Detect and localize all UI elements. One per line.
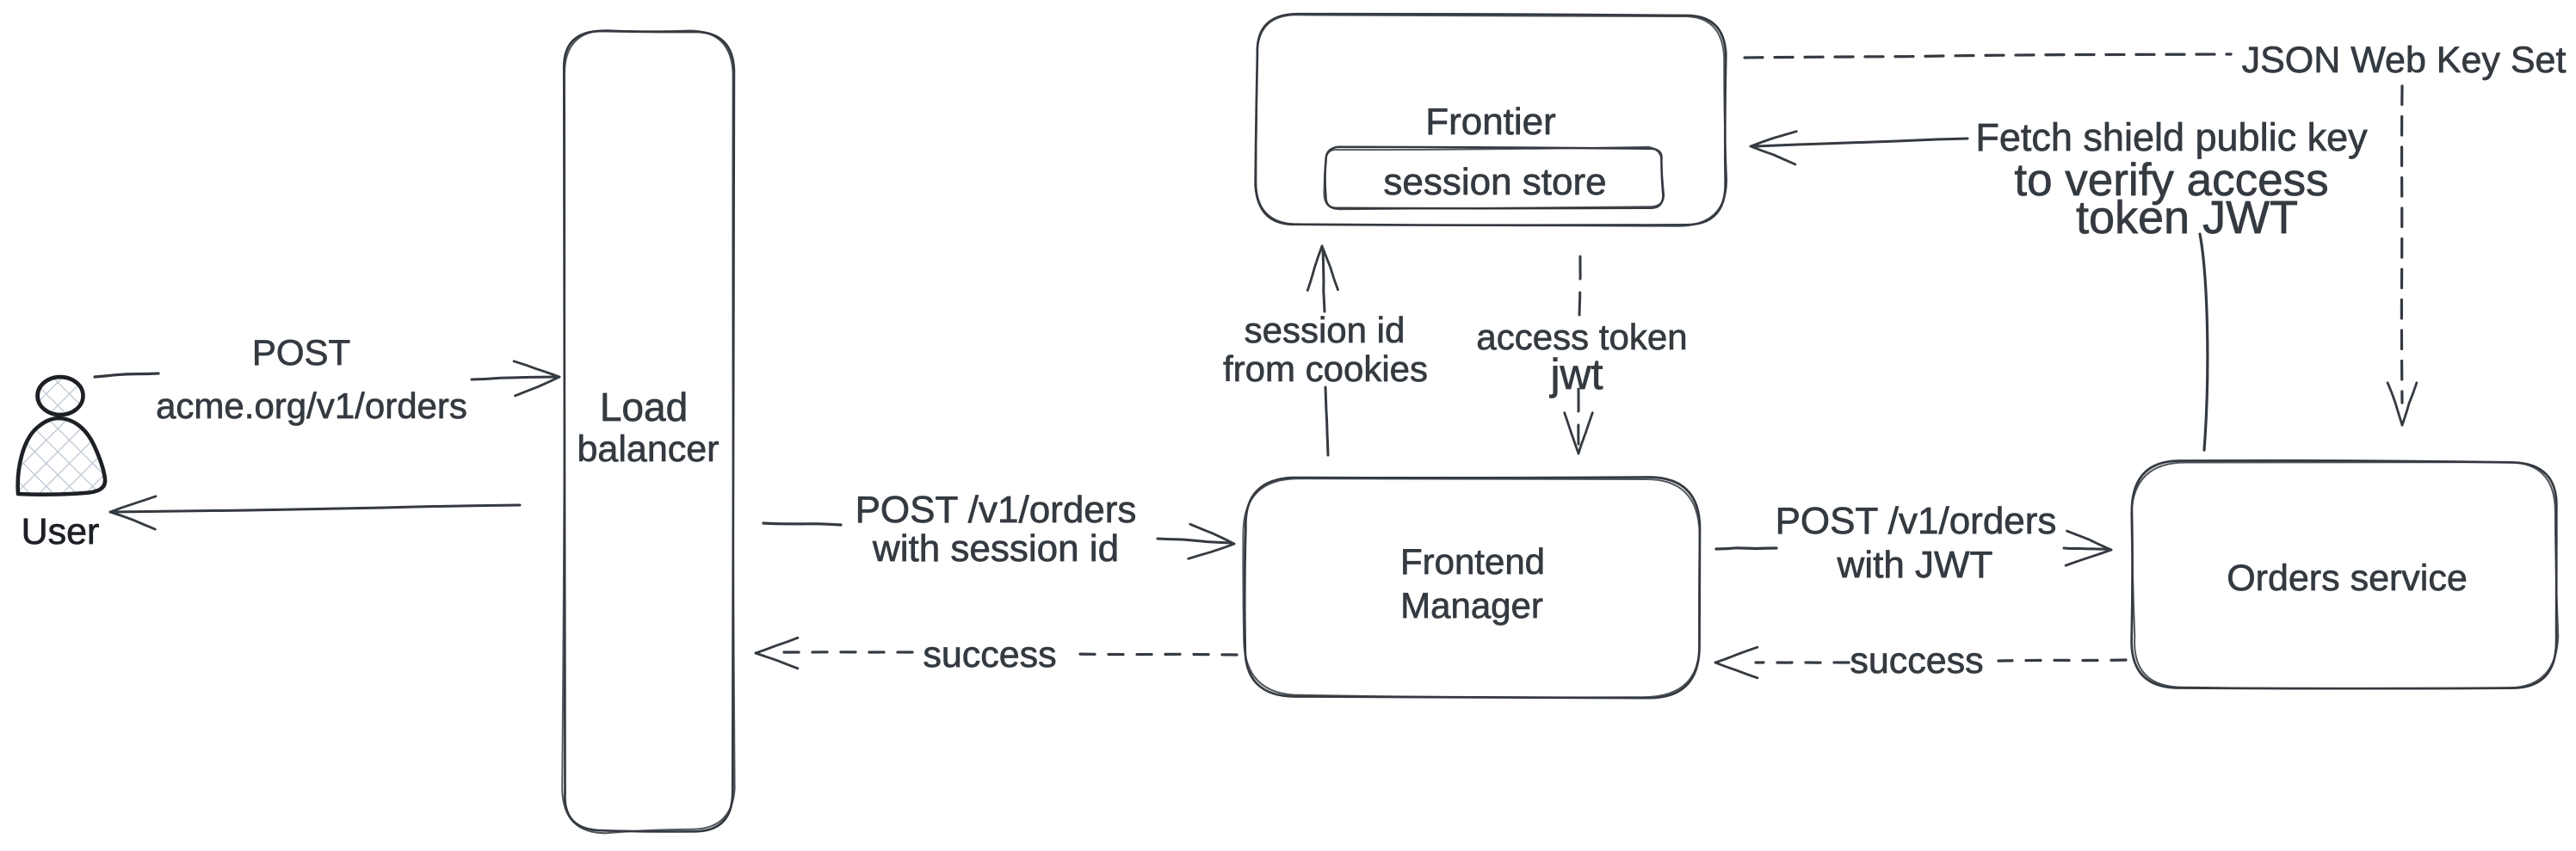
svg-text:access token: access token bbox=[1476, 317, 1687, 357]
svg-text:to verify access: to verify access bbox=[2014, 155, 2328, 206]
svg-text:with JWT: with JWT bbox=[1837, 544, 1993, 586]
svg-text:with session id: with session id bbox=[872, 527, 1119, 570]
svg-text:from cookies: from cookies bbox=[1223, 348, 1428, 389]
svg-text:User: User bbox=[22, 511, 100, 552]
svg-text:token JWT: token JWT bbox=[2076, 192, 2298, 244]
svg-text:Manager: Manager bbox=[1400, 585, 1543, 626]
svg-text:Frontier: Frontier bbox=[1425, 101, 1556, 143]
svg-text:POST /v1/orders: POST /v1/orders bbox=[856, 489, 1137, 531]
svg-text:jwt: jwt bbox=[1548, 350, 1603, 398]
svg-text:Fetch shield public key: Fetch shield public key bbox=[1975, 115, 2368, 159]
svg-text:POST /v1/orders: POST /v1/orders bbox=[1776, 500, 2057, 542]
svg-text:JSON Web Key Set: JSON Web Key Set bbox=[2242, 40, 2567, 81]
svg-text:session id: session id bbox=[1245, 310, 1405, 350]
svg-text:session store: session store bbox=[1383, 161, 1606, 203]
svg-text:success: success bbox=[1850, 640, 1983, 681]
svg-text:Frontend: Frontend bbox=[1400, 541, 1545, 582]
svg-text:balancer: balancer bbox=[578, 429, 720, 470]
svg-text:Orders service: Orders service bbox=[2227, 558, 2468, 599]
svg-text:POST: POST bbox=[252, 332, 350, 373]
svg-text:acme.org/v1/orders: acme.org/v1/orders bbox=[156, 385, 467, 426]
svg-text:success: success bbox=[923, 634, 1056, 675]
svg-text:Load: Load bbox=[600, 385, 688, 429]
